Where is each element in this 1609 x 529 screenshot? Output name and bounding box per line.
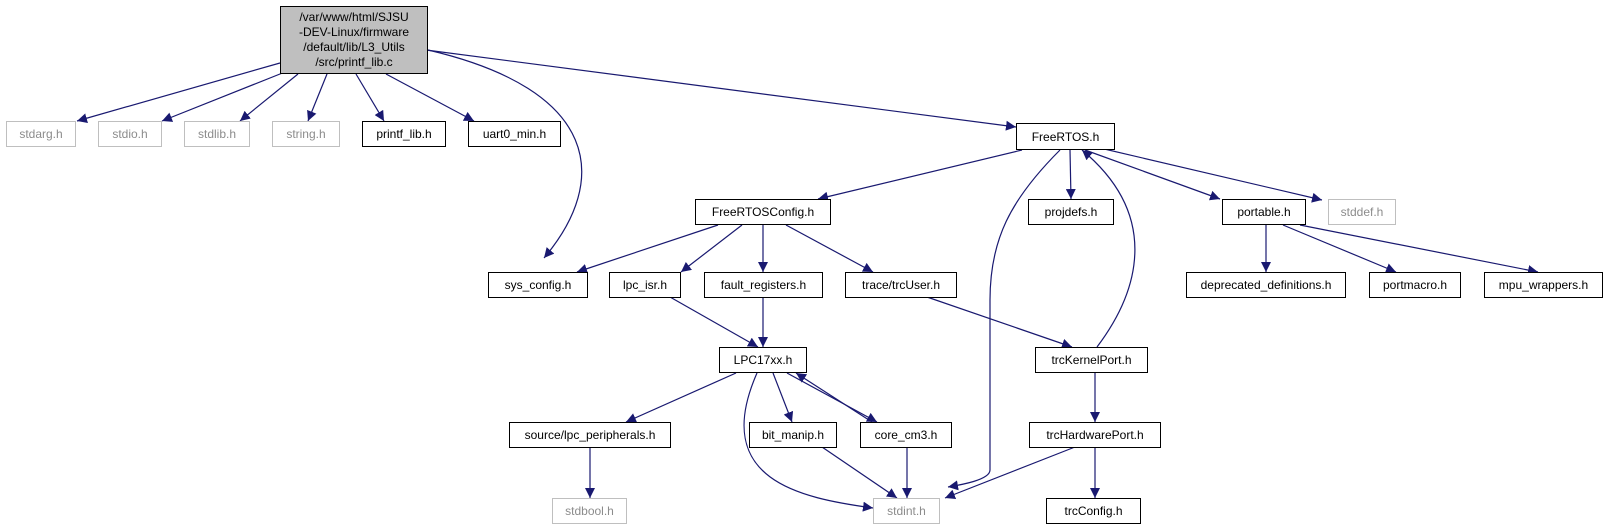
node-deprecated[interactable]: deprecated_definitions.h <box>1186 272 1346 298</box>
root-line-4: /src/printf_lib.c <box>315 55 393 69</box>
edge-root-string <box>307 73 328 122</box>
edge-lpc_isr-lpc17xx <box>669 296 759 348</box>
node-lpc_isr[interactable]: lpc_isr.h <box>609 272 681 298</box>
node-lpc17xx[interactable]: LPC17xx.h <box>719 347 807 373</box>
edge-config-sys_config <box>576 224 719 274</box>
node-freertos[interactable]: FreeRTOS.h <box>1016 123 1115 150</box>
edge-portable-portmacro <box>1282 224 1397 273</box>
node-stdarg: stdarg.h <box>6 121 76 147</box>
node-portmacro[interactable]: portmacro.h <box>1369 272 1461 298</box>
root-line-1: /var/www/html/SJSU <box>299 10 409 24</box>
edge-bit_manip-stdint <box>821 446 898 499</box>
edge-core_cm3-lpc17xx <box>795 372 873 423</box>
edge-freertos-portable <box>1084 149 1221 201</box>
edge-root-stdio <box>161 71 286 122</box>
edge-trcuser-trckernelport <box>926 296 1073 349</box>
node-lpc_peripherals[interactable]: source/lpc_peripherals.h <box>509 422 671 448</box>
node-mpu_wrappers[interactable]: mpu_wrappers.h <box>1484 272 1603 298</box>
node-sys_config[interactable]: sys_config.h <box>488 272 588 298</box>
edge-root-freertos <box>425 49 1017 131</box>
edge-freertos-stddef <box>1099 147 1323 203</box>
edge-root-printf_lib <box>355 73 385 122</box>
node-freertosconfig[interactable]: FreeRTOSConfig.h <box>695 199 831 225</box>
node-core_cm3[interactable]: core_cm3.h <box>860 422 952 448</box>
node-uart0_min[interactable]: uart0_min.h <box>468 121 561 147</box>
node-fault_registers[interactable]: fault_registers.h <box>704 272 823 298</box>
node-portable[interactable]: portable.h <box>1222 199 1306 225</box>
node-trcconfig[interactable]: trcConfig.h <box>1046 498 1141 524</box>
edge-config-lpc_isr <box>680 224 743 273</box>
node-projdefs[interactable]: projdefs.h <box>1028 199 1114 225</box>
node-printf_lib[interactable]: printf_lib.h <box>362 121 446 147</box>
edge-lpc17xx-lpc_peripherals <box>625 372 737 423</box>
node-stdio: stdio.h <box>98 121 162 147</box>
edge-trchardwareport-stdint <box>944 446 1076 500</box>
node-trcuser[interactable]: trace/trcUser.h <box>845 272 957 298</box>
node-trchardwareport[interactable]: trcHardwarePort.h <box>1029 422 1161 448</box>
edge-portable-mpu <box>1299 224 1539 275</box>
edge-lpc17xx-bit_manip <box>772 372 794 423</box>
root-line-3: /default/lib/L3_Utils <box>303 40 405 54</box>
node-trckernelport[interactable]: trcKernelPort.h <box>1035 347 1148 373</box>
node-string: string.h <box>272 121 340 147</box>
edge-config-trcuser <box>785 224 874 273</box>
edge-lpc17xx-stdint <box>743 372 874 512</box>
root-file-node: /var/www/html/SJSU -DEV-Linux/firmware /… <box>280 6 428 74</box>
node-stdint: stdint.h <box>873 498 940 524</box>
node-stdlib: stdlib.h <box>184 121 250 147</box>
edge-root-sys_config <box>427 49 583 259</box>
edge-lpc17xx-core_cm3 <box>786 372 878 423</box>
node-stdbool: stdbool.h <box>552 498 627 524</box>
edge-root-uart0_min <box>385 73 475 122</box>
root-line-2: -DEV-Linux/firmware <box>298 25 410 39</box>
node-bit_manip[interactable]: bit_manip.h <box>749 422 837 448</box>
edge-freertos-projdefs <box>1065 149 1076 200</box>
edge-trckernelport-freertos <box>1081 149 1136 348</box>
edge-freertos-freertosconfig <box>817 149 1023 202</box>
edge-root-stdarg <box>76 62 281 124</box>
edge-root-stdlib <box>239 73 299 122</box>
edge-freertos-stdint <box>947 149 1061 491</box>
node-stddef: stddef.h <box>1328 199 1396 225</box>
